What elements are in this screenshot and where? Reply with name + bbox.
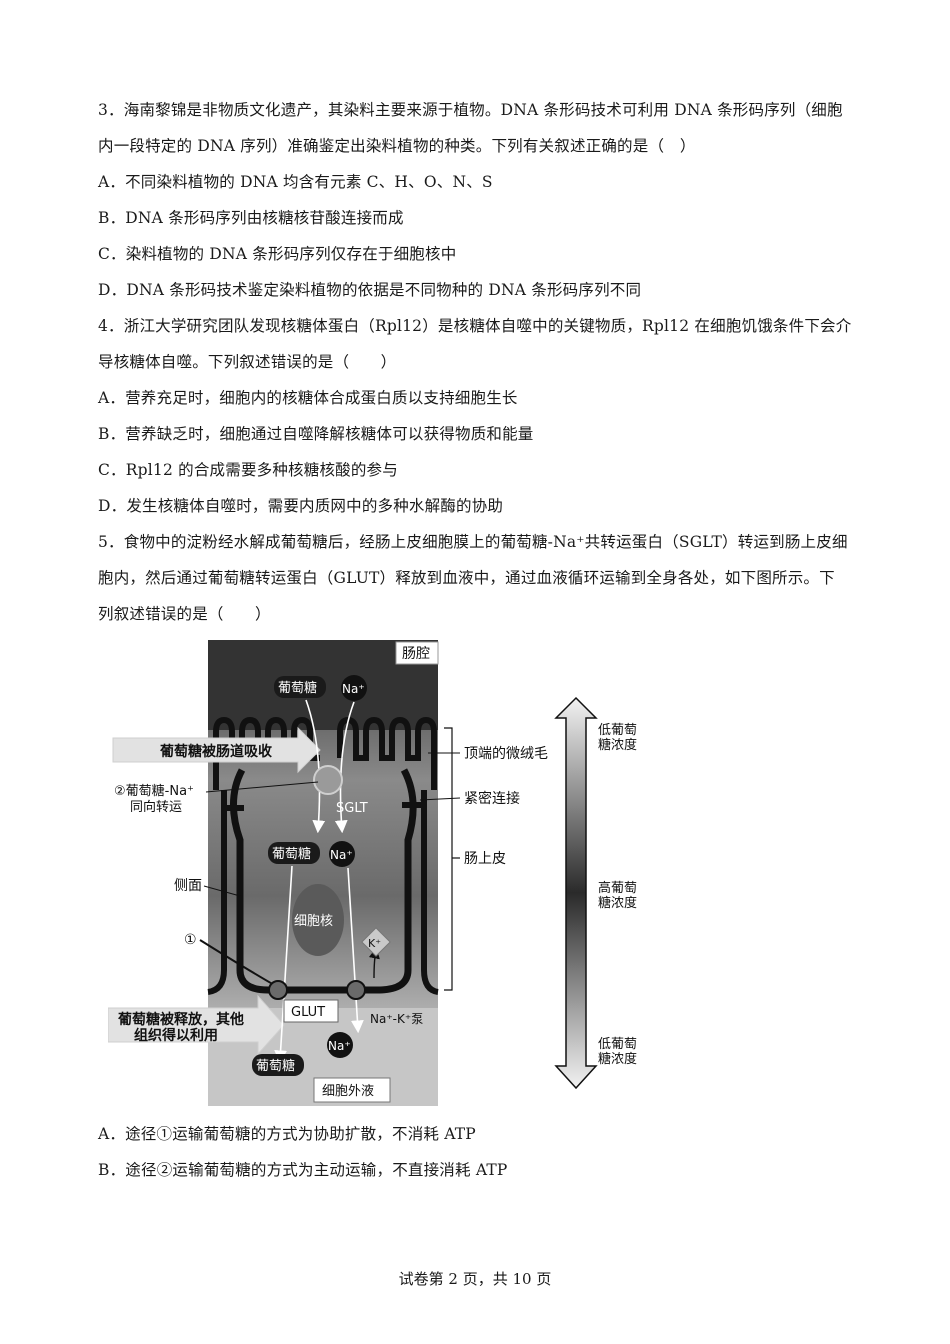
q5-option-b: B．途径②运输葡萄糖的方式为主动运输，不直接消耗 ATP xyxy=(98,1161,508,1179)
q5-stem-line-1: 5．食物中的淀粉经水解成葡萄糖后，经肠上皮细胞膜上的葡萄糖-Na⁺共转运蛋白（S… xyxy=(98,533,848,551)
k-badge xyxy=(361,927,391,957)
q3-option-d: D．DNA 条形码技术鉴定染料植物的依据是不同物种的 DNA 条形码序列不同 xyxy=(98,281,642,299)
microvilli-label: 顶端的微绒毛 xyxy=(464,746,548,762)
na-top-label: Na⁺ xyxy=(342,682,365,696)
released-arrow xyxy=(108,994,285,1056)
glut-label: GLUT xyxy=(291,1005,325,1020)
high-conc-2: 糖浓度 xyxy=(598,895,637,911)
low-conc-bottom-1: 低葡萄 xyxy=(598,1037,637,1052)
sglt-protein xyxy=(313,765,343,795)
path2-label-1: ②葡萄糖-Na⁺ xyxy=(114,783,194,799)
ecf-label: 细胞外液 xyxy=(322,1084,374,1099)
path2-label-2: 同向转运 xyxy=(130,799,182,815)
na-k-pump xyxy=(346,980,366,1000)
q4-option-a: A．营养充足时，细胞内的核糖体合成蛋白质以支持细胞生长 xyxy=(98,389,518,407)
na-mid-badge xyxy=(329,841,355,867)
high-conc-1: 高葡萄 xyxy=(598,880,637,896)
glucose-bottom-badge xyxy=(252,1054,304,1076)
q4-option-b: B．营养缺乏时，细胞通过自噬降解核糖体可以获得物质和能量 xyxy=(98,425,534,443)
q3-option-b: B．DNA 条形码序列由核糖核苷酸连接而成 xyxy=(98,209,404,227)
tight-junction-pointer xyxy=(419,797,461,801)
na-top-badge xyxy=(341,675,367,701)
lumen-label: 肠腔 xyxy=(402,646,430,662)
tight-junction-right xyxy=(402,802,424,808)
glucose-top-label: 葡萄糖 xyxy=(278,680,317,696)
na-entry-arrow xyxy=(334,701,355,834)
pump-label: Na⁺-K⁺泵 xyxy=(370,1012,423,1026)
sglt-label: SGLT xyxy=(336,801,368,816)
glucose-bottom-label: 葡萄糖 xyxy=(256,1058,295,1074)
neighbor-cell-right xyxy=(421,790,439,995)
glut-protein xyxy=(268,980,288,1000)
neighbor-cell-left xyxy=(207,790,227,995)
na-exit-arrow xyxy=(347,867,364,1034)
q4-stem-line-1: 4．浙江大学研究团队发现核糖体蛋白（Rpl12）是核糖体自噬中的关键物质，Rpl… xyxy=(98,317,852,335)
k-label: K⁺ xyxy=(368,937,381,950)
na-bottom-label: Na⁺ xyxy=(328,1039,351,1053)
cell-membrane xyxy=(229,768,417,994)
epithelium-bracket xyxy=(444,727,453,991)
released-label-2: 组织得以利用 xyxy=(134,1027,218,1044)
ecf-label-box xyxy=(313,1077,391,1103)
concentration-gradient-arrow xyxy=(554,696,598,1090)
q5-stem-line-3: 列叙述错误的是（ ） xyxy=(98,605,271,623)
glucose-top-badge xyxy=(274,676,326,698)
side-label: 侧面 xyxy=(174,878,202,894)
glucose-mid-badge xyxy=(268,842,320,864)
epithelium-label: 肠上皮 xyxy=(464,851,506,867)
path1-label: ① xyxy=(184,932,197,948)
low-conc-bottom-2: 糖浓度 xyxy=(598,1051,637,1067)
path2-pointer xyxy=(205,781,319,793)
nucleus-shape xyxy=(292,884,344,956)
q4-option-d: D．发生核糖体自噬时，需要内质网中的多种水解酶的协助 xyxy=(98,497,504,515)
q3-stem-line-1: 3．海南黎锦是非物质文化遗产，其染料主要来源于植物。DNA 条形码技术可利用 D… xyxy=(98,101,843,119)
glucose-exit-arrow xyxy=(274,865,293,1064)
glucose-entry-arrow xyxy=(305,699,326,834)
released-label-1: 葡萄糖被释放，其他 xyxy=(117,1011,244,1028)
q4-option-c: C．Rpl12 的合成需要多种核糖核酸的参与 xyxy=(98,461,398,479)
glut-label-box xyxy=(283,999,339,1023)
lumen-label-box xyxy=(395,641,439,665)
q3-option-a: A．不同染料植物的 DNA 均含有元素 C、H、O、N、S xyxy=(98,173,493,191)
intestinal-glucose-transport-diagram: 葡萄糖被肠道吸收 葡萄糖被释放，其他 组织得以利用 肠腔 葡萄糖 Na⁺ SGL… xyxy=(108,640,637,1106)
path1-pointer xyxy=(199,939,277,987)
q3-stem-line-2: 内一段特定的 DNA 序列）准确鉴定出染料植物的种类。下列有关叙述正确的是（ ） xyxy=(98,137,696,155)
q4-stem-line-2: 导核糖体自噬。下列叙述错误的是（ ） xyxy=(98,353,397,371)
glucose-mid-label: 葡萄糖 xyxy=(272,846,311,862)
tight-junction-label: 紧密连接 xyxy=(464,790,520,807)
low-conc-top-2: 糖浓度 xyxy=(598,737,637,753)
na-mid-label: Na⁺ xyxy=(330,848,353,862)
absorbed-arrow xyxy=(112,726,321,774)
side-pointer xyxy=(203,885,241,897)
low-conc-top-1: 低葡萄 xyxy=(598,723,637,738)
q3-option-c: C．染料植物的 DNA 条形码序列仅存在于细胞核中 xyxy=(98,245,457,263)
q5-option-a: A．途径①运输葡萄糖的方式为协助扩散，不消耗 ATP xyxy=(98,1125,476,1143)
page-footer: 试卷第 2 页，共 10 页 xyxy=(398,1270,552,1288)
q5-stem-line-2: 胞内，然后通过葡萄糖转运蛋白（GLUT）释放到血液中，通过血液循环运输到全身各处… xyxy=(98,569,835,587)
tight-junction-left xyxy=(222,805,244,811)
na-bottom-badge xyxy=(327,1032,353,1058)
absorbed-label: 葡萄糖被肠道吸收 xyxy=(159,743,273,760)
nucleus-label: 细胞核 xyxy=(294,914,333,929)
